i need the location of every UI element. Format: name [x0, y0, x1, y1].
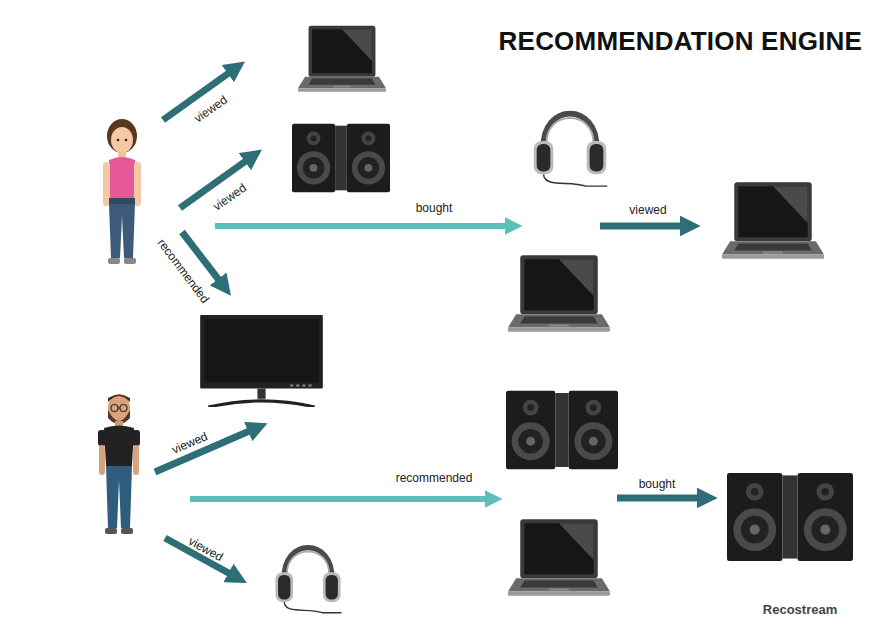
headphones-icon: [275, 548, 341, 613]
speakers-icon: [506, 391, 618, 469]
monitor-icon: [200, 315, 323, 407]
laptop-icon: [298, 26, 386, 92]
laptop-icon: [508, 255, 610, 332]
bought-arrow: [617, 495, 703, 502]
laptop-icon: [722, 182, 824, 259]
diagram-title: RECOMMENDATION ENGINE: [499, 26, 862, 57]
bought-arrow: [600, 223, 686, 230]
watermark: Recostream: [763, 602, 837, 617]
arrow-label: recommended: [154, 236, 211, 306]
speakers-icon: [727, 473, 853, 561]
speakers-icon: [292, 124, 390, 193]
arrow-label: bought: [416, 201, 453, 215]
arrow-label: recommended: [396, 471, 473, 485]
headphones-icon: [534, 114, 608, 187]
arrow-label: bought: [639, 477, 676, 491]
woman-figure: [103, 119, 141, 264]
recommended-arrow: [190, 496, 490, 502]
laptop-icon: [508, 519, 610, 596]
viewed-arrow: [155, 429, 254, 472]
man-figure: [98, 394, 140, 534]
arrow-label: viewed: [629, 203, 666, 217]
recommended-arrow: [215, 223, 510, 229]
